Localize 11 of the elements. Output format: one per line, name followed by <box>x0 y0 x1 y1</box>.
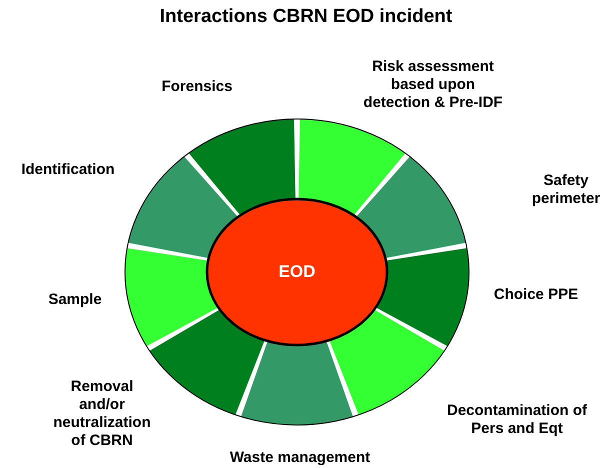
segment-label: Risk assessment based upon detection & Pre-IDF <box>360 58 506 112</box>
center-label: EOD <box>222 263 372 281</box>
diagram-title: Interactions CBRN EOD incident <box>158 6 454 28</box>
segment-label: Removal and/or neutralization of CBRN <box>47 378 157 450</box>
segment-label: Decontamination of Pers and Eqt <box>444 402 590 438</box>
segment-label: Safety perimeter <box>526 172 606 208</box>
segment-label: Choice PPE <box>476 286 596 304</box>
segment-label: Identification <box>3 161 133 179</box>
segment-label: Waste management <box>200 449 400 467</box>
segment-label: Sample <box>25 291 125 309</box>
segment-label: Forensics <box>142 78 252 96</box>
